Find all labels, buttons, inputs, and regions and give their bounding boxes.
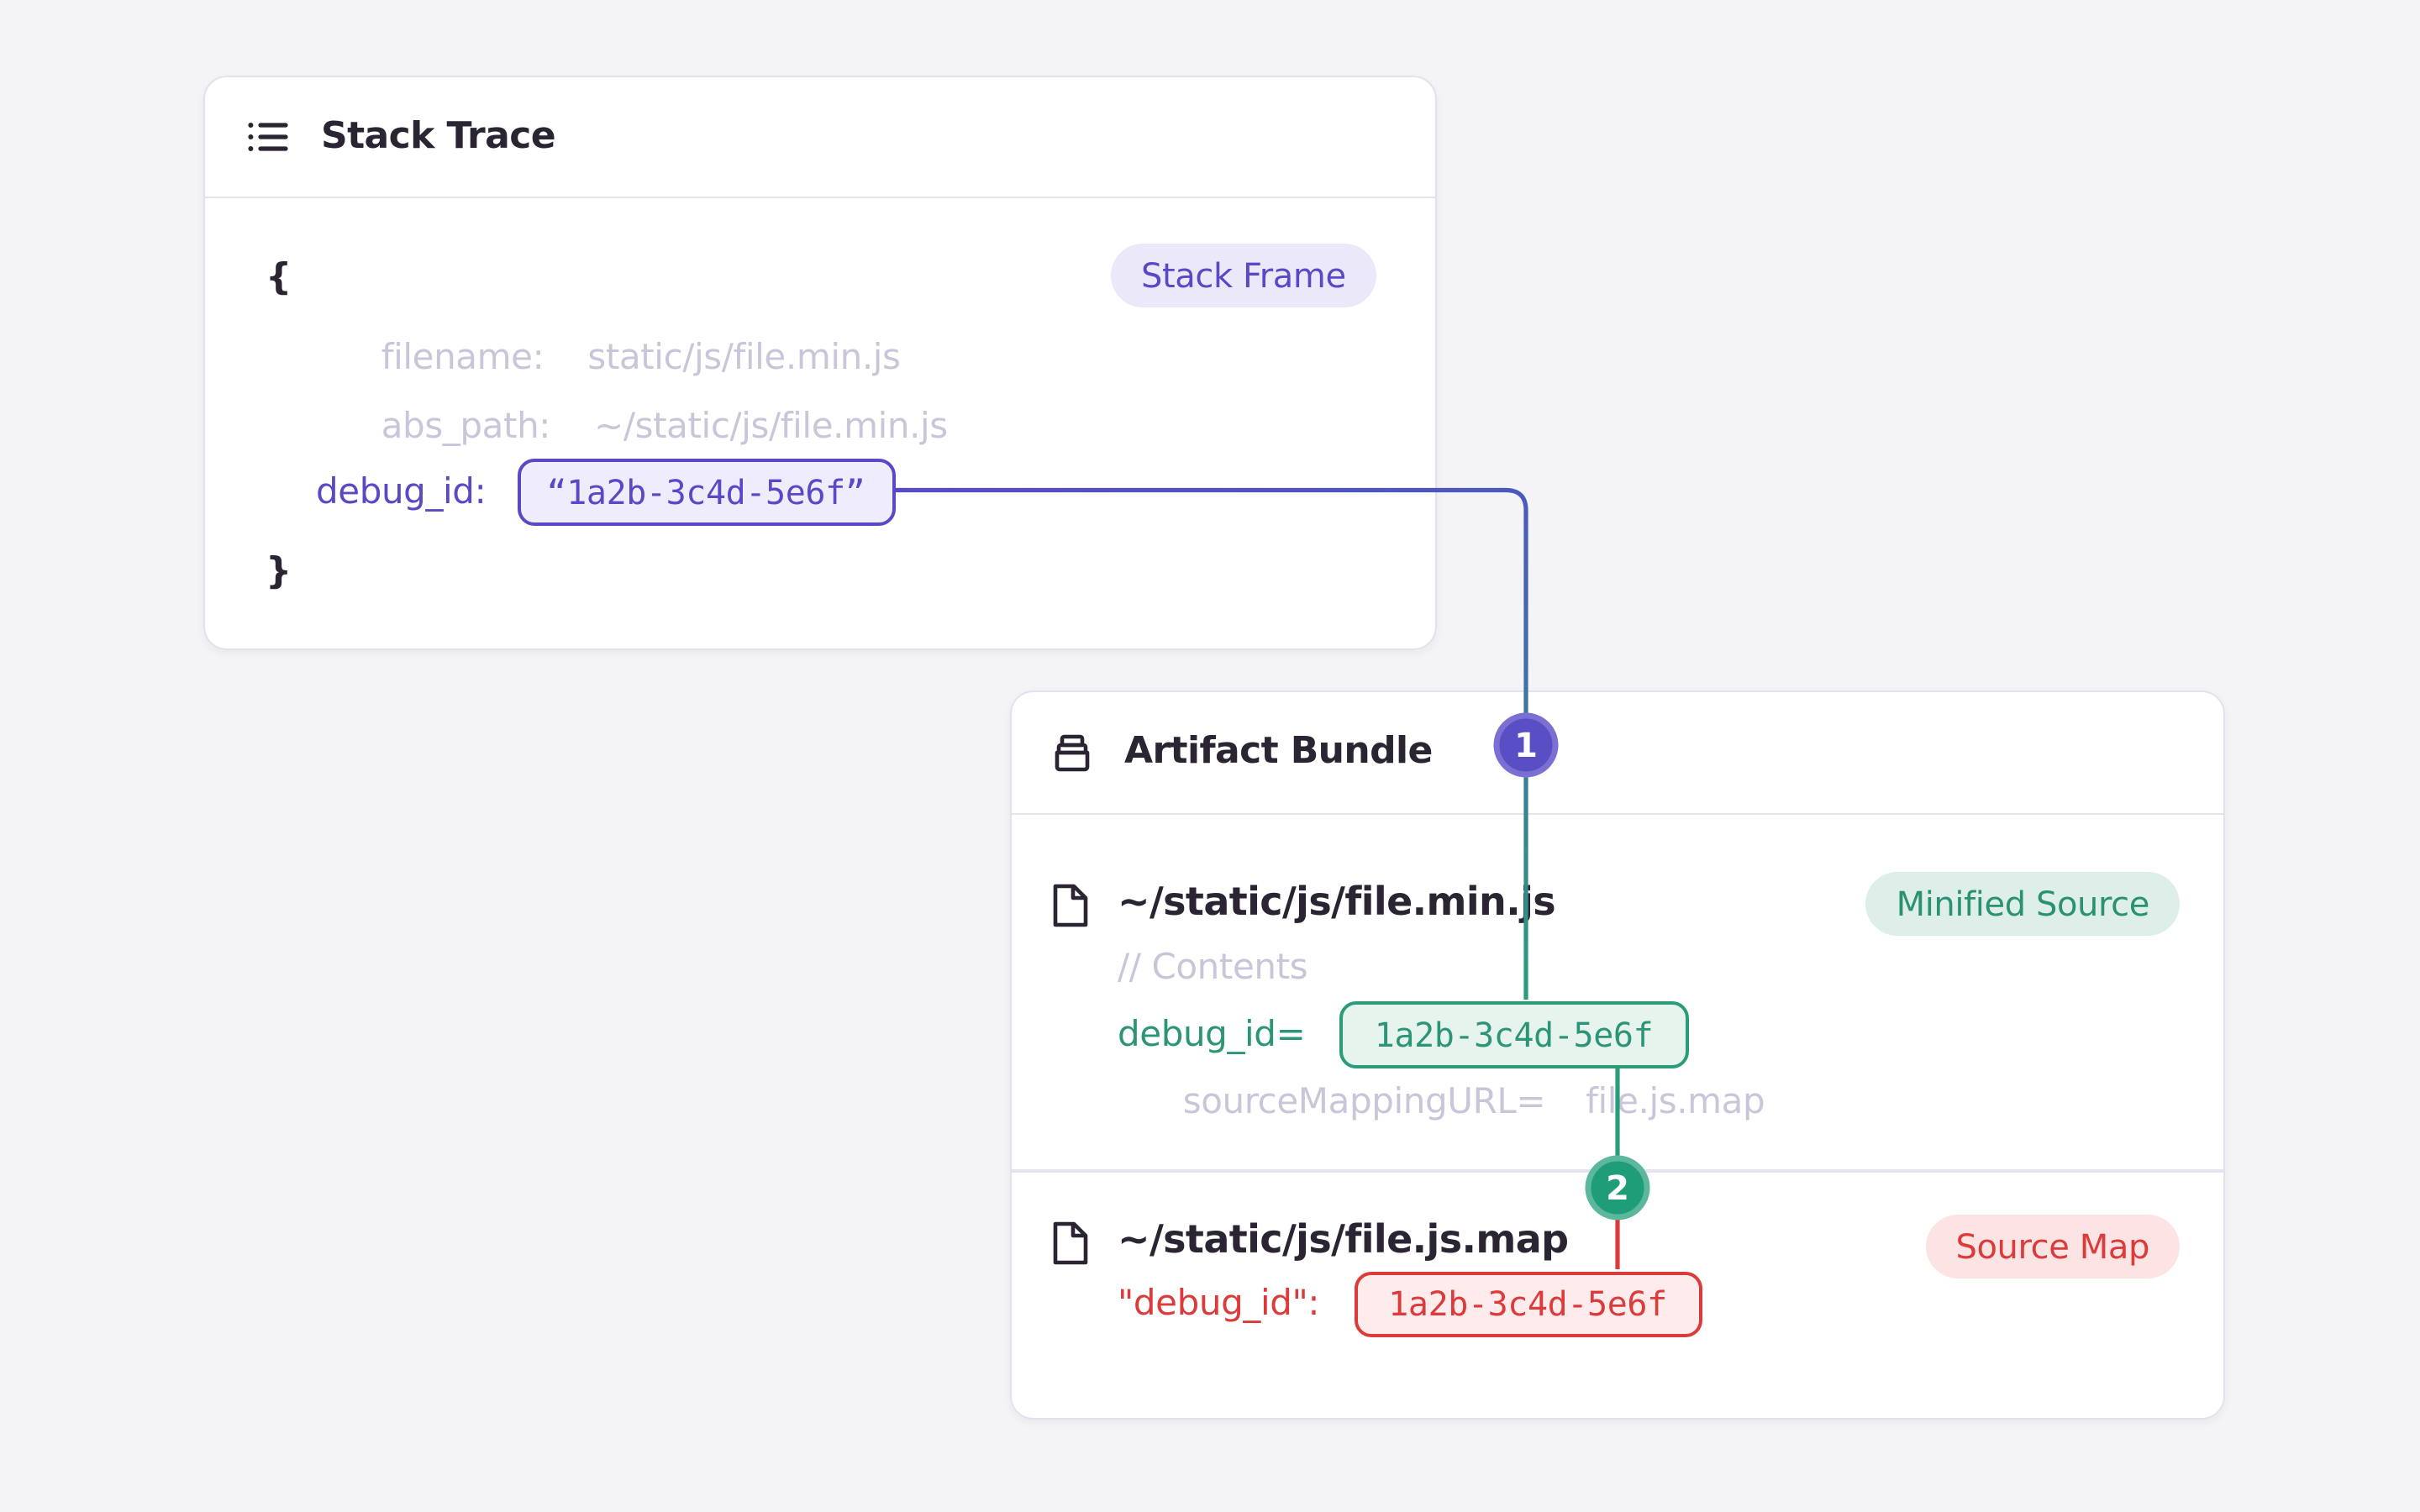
minified-file-path: ~/static/js/file.min.js [1118,881,1556,925]
file-rows-divider [1012,1169,2223,1172]
map-debug-id-label: "debug_id": [1118,1283,1320,1324]
bundle-debug-id-value: 1a2b-3c4d-5e6f [1374,1015,1654,1055]
source-mapping-value: file.js.map [1586,1081,1765,1121]
map-debug-id-value: 1a2b-3c4d-5e6f [1388,1284,1667,1325]
source-mapping-label: sourceMappingURL= [1182,1081,1546,1121]
abs-path-value: ~/static/js/file.min.js [594,405,948,445]
filename-label: filename: [381,336,544,376]
stack-trace-header: Stack Trace [205,77,1435,198]
filename-value: static/js/file.min.js [587,336,901,376]
file-icon [1053,884,1088,927]
code-row-filename: filename: static/js/file.min.js [316,304,901,410]
map-debug-id-box: 1a2b-3c4d-5e6f [1354,1271,1702,1337]
abs-path-label: abs_path: [381,405,551,445]
artifact-bundle-header: Artifact Bundle [1012,692,2223,814]
source-map-badge: Source Map [1925,1215,2180,1278]
open-brace: { [266,257,292,299]
contents-comment: // Contents [1118,947,1308,987]
bundle-debug-id-label: debug_id= [1118,1014,1306,1054]
bundle-debug-id-box: 1a2b-3c4d-5e6f [1339,1001,1688,1068]
minified-source-badge: Minified Source [1865,872,2180,936]
stack-trace-card: Stack Trace { Stack Frame filename: stati… [203,76,1437,650]
list-icon [248,123,288,151]
archive-icon [1055,734,1090,771]
stack-trace-debug-id-box: “1a2b-3c4d-5e6f” [517,459,895,525]
stack-trace-title: Stack Trace [321,116,556,158]
close-brace: } [266,551,292,593]
file-icon [1053,1221,1088,1265]
source-mapping-row: sourceMappingURL= file.js.map [1118,1049,1765,1155]
stack-frame-badge: Stack Frame [1111,244,1376,307]
source-map-file-path: ~/static/js/file.js.map [1118,1219,1569,1263]
debug-id-label: debug_id: [316,470,487,512]
code-row-abs-path: abs_path: ~/static/js/file.min.js [316,373,948,479]
stack-trace-debug-id-value: “1a2b-3c4d-5e6f” [546,471,865,512]
artifact-bundle-title: Artifact Bundle [1124,731,1433,774]
artifact-bundle-card: Artifact Bundle ~/static/js/file.min.js … [1010,690,2225,1420]
